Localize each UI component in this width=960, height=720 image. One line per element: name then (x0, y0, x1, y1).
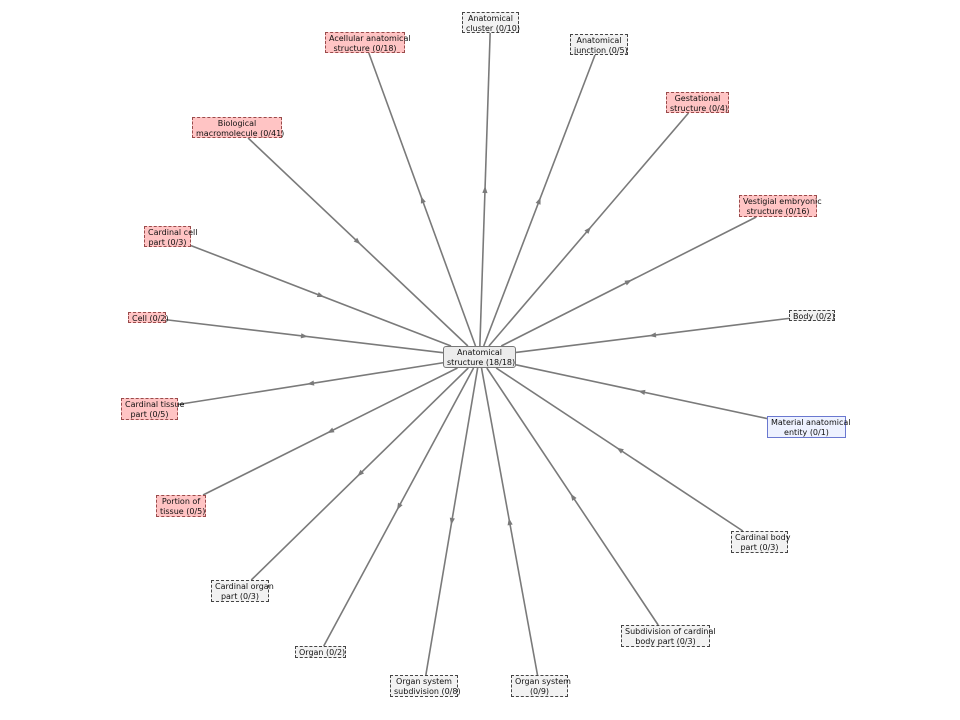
node-cell[interactable]: Cell (0/2) (128, 312, 169, 323)
node-anatomical-structure[interactable]: Anatomical structure (18/18) (443, 346, 516, 368)
node-material-anatomical-entity[interactable]: Material anatomical entity (0/1) (767, 416, 851, 438)
node-label-line1: Cardinal cell (148, 228, 198, 237)
node-cardinal-cell-part[interactable]: Cardinal cell part (0/3) (144, 226, 198, 247)
edge-arrowhead-cell (300, 333, 308, 339)
node-label-line2: structure (0/4) (670, 104, 728, 113)
edge-arrowhead-body (649, 332, 657, 338)
node-label-line2: body part (0/3) (635, 637, 696, 646)
node-organ[interactable]: Organ (0/2) (295, 646, 346, 658)
edge-arrowhead-cluster (482, 186, 488, 194)
edge-arrowhead-material (638, 389, 646, 395)
node-organ-system-subdivision[interactable]: Organ system subdivision (0/8) (390, 675, 461, 697)
edge-arrowhead-orgsys (507, 518, 513, 526)
node-label-line1: Anatomical (576, 36, 622, 45)
node-label-line1: Anatomical (467, 14, 513, 23)
node-label-line2: cluster (0/10) (466, 24, 520, 33)
edge-arrowhead-cardbody (616, 447, 624, 454)
node-body[interactable]: Body (0/2) (789, 310, 835, 321)
edge-arrowhead-junction (535, 197, 541, 205)
node-label-line1: Organ (0/2) (299, 648, 346, 657)
node-label-line2: structure (0/16) (746, 207, 810, 216)
node-acellular-anatomical-structure[interactable]: Acellular anatomical structure (0/18) (325, 32, 411, 53)
node-label-line1: Cardinal organ (215, 582, 274, 591)
node-vestigial-embryonic-structure[interactable]: Vestigial embryonic structure (0/16) (739, 195, 822, 217)
node-label-line2: entity (0/1) (784, 428, 829, 437)
edge-arrowhead-cardcell (316, 292, 325, 298)
node-label-line2: part (0/3) (220, 592, 260, 601)
node-organ-system[interactable]: Organ system (0/9) (511, 675, 571, 697)
node-biological-macromolecule[interactable]: Biological macromolecule (0/41) (192, 117, 285, 138)
node-label-line2: junction (0/5) (574, 46, 628, 55)
node-subdivision-of-cardinal-body-part[interactable]: Subdivision of cardinal body part (0/3) (621, 625, 716, 647)
node-label-line1: Vestigial embryonic (743, 197, 822, 206)
node-label-line1: Portion of (161, 497, 201, 506)
node-cardinal-organ-part[interactable]: Cardinal organ part (0/3) (211, 580, 274, 602)
edge-arrowhead-cardorgan (357, 469, 365, 477)
node-gestational-structure[interactable]: Gestational structure (0/4) (666, 92, 729, 113)
node-label-line1: Biological (217, 119, 257, 128)
node-label-line1: Anatomical (456, 348, 502, 357)
edge-arrowhead-portion (327, 427, 335, 434)
node-anatomical-cluster[interactable]: Anatomical cluster (0/10) (462, 12, 520, 33)
node-label-line2: (0/9) (529, 687, 550, 696)
node-label-line1: Gestational (674, 94, 721, 103)
node-label-line1: Material anatomical (771, 418, 851, 427)
node-label-line1: Cell (0/2) (132, 314, 169, 323)
edge-arrowhead-cardtissue (307, 380, 315, 386)
edge-arrowhead-orgsyssub (449, 517, 455, 525)
node-label-line2: structure (0/18) (333, 44, 397, 53)
edge-arrowhead-vestigial (624, 279, 632, 286)
edge-arrowhead-acellular (420, 196, 426, 204)
node-label-line2: part (0/5) (130, 410, 169, 419)
node-anatomical-junction[interactable]: Anatomical junction (0/5) (570, 34, 628, 55)
node-label-line1: Subdivision of cardinal (625, 627, 716, 636)
node-label-line1: Acellular anatomical (329, 34, 411, 43)
node-label-line2: structure (18/18) (447, 358, 516, 367)
edge-arrowhead-biomacro (353, 237, 361, 245)
node-cardinal-body-part[interactable]: Cardinal body part (0/3) (731, 531, 791, 553)
node-label-line1: Organ system (515, 677, 571, 686)
node-label-line1: Cardinal body (735, 533, 791, 542)
node-label-line2: tissue (0/5) (160, 507, 206, 516)
node-label-line2: part (0/3) (148, 238, 187, 247)
node-label-line2: part (0/3) (740, 543, 779, 552)
node-label-line2: subdivision (0/8) (394, 687, 461, 696)
node-label-line1: Body (0/2) (793, 312, 835, 321)
node-label-line1: Cardinal tissue (125, 400, 185, 409)
node-label-line1: Organ system (396, 677, 452, 686)
edge-arrowhead-organ (396, 502, 403, 511)
edge-arrowhead-gestational (584, 226, 591, 234)
node-cardinal-tissue-part[interactable]: Cardinal tissue part (0/5) (121, 398, 185, 420)
edge-arrowhead-subdivision (570, 493, 577, 501)
node-portion-of-tissue[interactable]: Portion of tissue (0/5) (156, 495, 206, 517)
node-label-line2: macromolecule (0/41) (196, 129, 285, 138)
